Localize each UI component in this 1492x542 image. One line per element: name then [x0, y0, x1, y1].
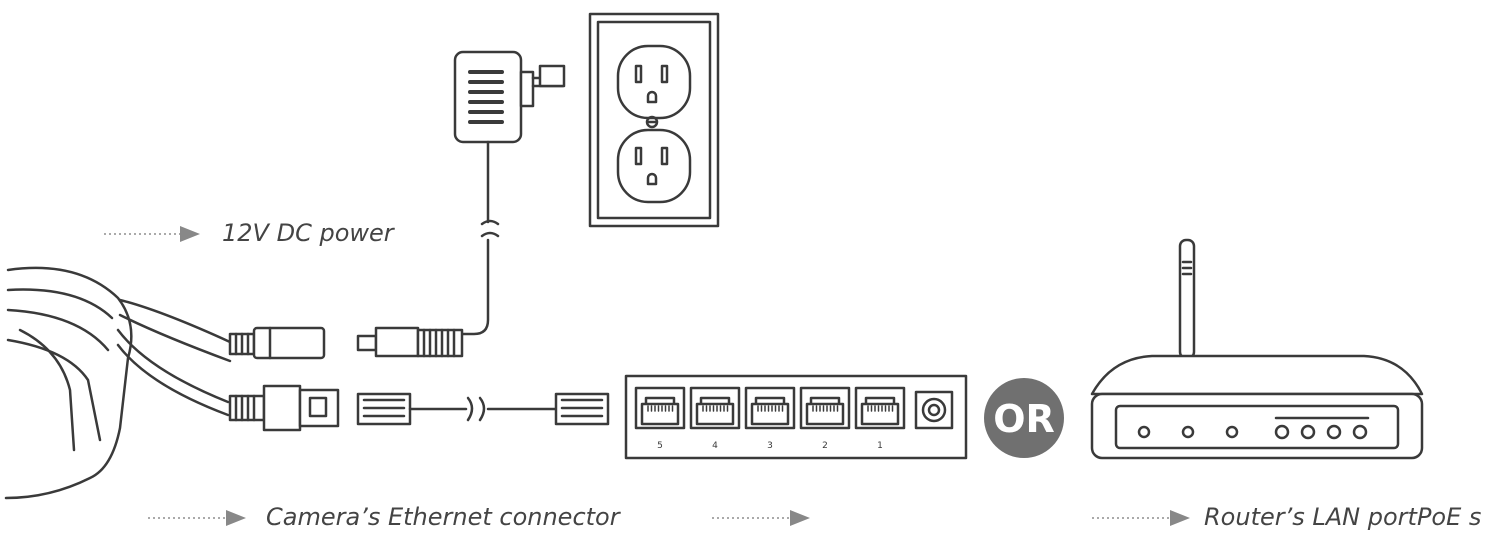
or-badge: OR	[984, 378, 1064, 458]
router-icon	[1090, 238, 1424, 460]
switch-port-2	[799, 386, 851, 430]
switch-port-number: 4	[712, 441, 718, 451]
switch-port-number: 1	[877, 441, 883, 451]
power-label: 12V DC power	[222, 219, 394, 247]
dotted-arrow-icon	[1092, 510, 1190, 526]
poe-switch-icon	[624, 374, 968, 460]
router-lan-label: Router’s LAN portPoE s	[1204, 503, 1482, 531]
dome-camera-icon	[4, 266, 232, 500]
switch-port-4	[689, 386, 741, 430]
dotted-arrow-icon	[104, 226, 200, 242]
dotted-arrow-icon	[712, 510, 810, 526]
dc-plug-icon	[356, 326, 464, 358]
camera-rj45-connector-icon	[228, 384, 340, 432]
ethernet-cable-icon	[356, 392, 610, 426]
switch-port-5	[634, 386, 686, 430]
dotted-arrow-icon	[148, 510, 246, 526]
wall-outlet-icon	[588, 12, 720, 228]
camera-dc-connector-icon	[228, 326, 326, 360]
power-adapter-icon	[453, 50, 566, 336]
switch-port-3	[744, 386, 796, 430]
camera-ethernet-label: Camera’s Ethernet connector	[266, 503, 620, 531]
or-badge-text: OR	[993, 397, 1055, 441]
switch-port-number: 3	[767, 441, 773, 451]
switch-port-1	[854, 386, 906, 430]
switch-port-number: 2	[822, 441, 828, 451]
switch-port-number: 5	[657, 441, 663, 451]
